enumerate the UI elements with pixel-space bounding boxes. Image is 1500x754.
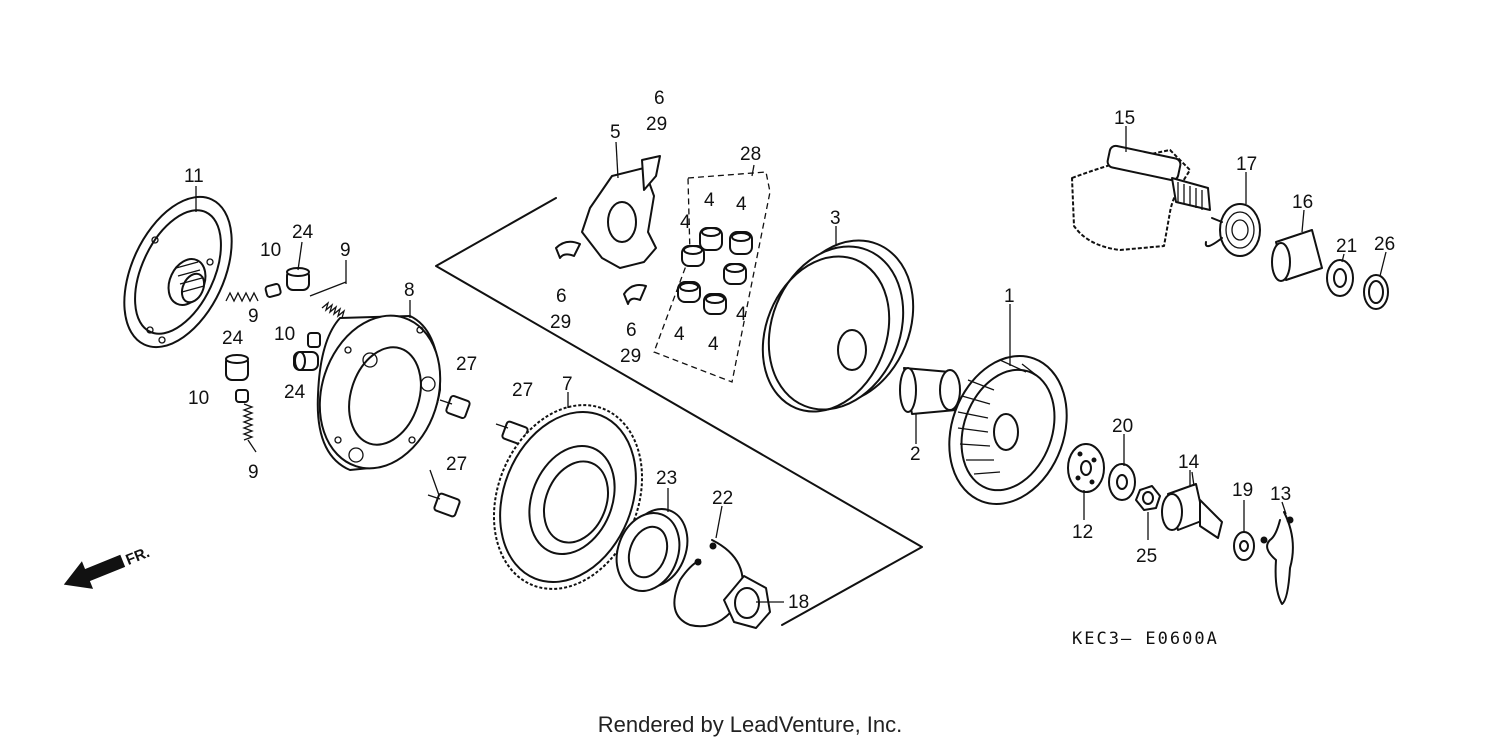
callout-27: 27 bbox=[456, 354, 477, 375]
assembly-outline bbox=[435, 197, 923, 626]
callout-4: 4 bbox=[680, 212, 691, 233]
slider-part-6-left bbox=[555, 240, 581, 259]
callout-26: 26 bbox=[1374, 234, 1395, 255]
circlip-part-26 bbox=[1363, 274, 1389, 310]
pulley-part-3 bbox=[761, 239, 915, 413]
ramp-plate-part-5 bbox=[581, 167, 657, 269]
callout-24: 24 bbox=[284, 382, 306, 403]
bushing-part-16 bbox=[1271, 229, 1323, 282]
callout-2: 2 bbox=[910, 444, 921, 465]
callout-4: 4 bbox=[674, 324, 685, 345]
callout-29: 29 bbox=[620, 346, 641, 367]
callout-17: 17 bbox=[1236, 154, 1257, 175]
plunger-part-10-upper bbox=[264, 283, 282, 298]
roller-part-4-5 bbox=[677, 281, 701, 303]
front-direction-arrow: FR. bbox=[63, 544, 152, 589]
callout-10: 10 bbox=[274, 324, 295, 345]
callout-27: 27 bbox=[446, 454, 467, 475]
kickstart-spindle-part-15 bbox=[1071, 144, 1211, 251]
callout-29: 29 bbox=[550, 312, 571, 333]
lock-plate-part-18 bbox=[723, 575, 771, 629]
snap-ring-part-22 bbox=[673, 539, 744, 628]
callout-29: 29 bbox=[646, 114, 667, 135]
callout-19: 19 bbox=[1232, 480, 1253, 501]
callout-22: 22 bbox=[712, 488, 733, 509]
callout-9: 9 bbox=[248, 462, 259, 483]
callout-23: 23 bbox=[656, 468, 677, 489]
spring-part-9-upper bbox=[225, 291, 259, 303]
roller-set-outline bbox=[653, 171, 771, 383]
spring-part-9-mid bbox=[309, 281, 347, 319]
diagram-code: KEC3— E0600A bbox=[1072, 629, 1219, 649]
callout-4: 4 bbox=[736, 304, 747, 325]
callout-10: 10 bbox=[260, 240, 281, 261]
callout-28: 28 bbox=[740, 144, 761, 165]
direction-label: FR. bbox=[123, 544, 152, 569]
roller-part-4-2 bbox=[729, 231, 753, 255]
washer-part-12 bbox=[1067, 443, 1105, 493]
washer-part-20 bbox=[1108, 463, 1136, 501]
callout-18: 18 bbox=[788, 592, 809, 613]
callouts: 11 10 24 9 9 10 24 24 10 9 8 27 27 27 7 … bbox=[184, 88, 1395, 613]
roller-part-4-3 bbox=[681, 245, 705, 267]
roller-part-4-1 bbox=[699, 227, 723, 251]
callout-13: 13 bbox=[1270, 484, 1291, 505]
callout-6: 6 bbox=[626, 320, 637, 341]
callout-1: 1 bbox=[1004, 286, 1015, 307]
callout-24: 24 bbox=[222, 328, 244, 349]
callout-10: 10 bbox=[188, 388, 209, 409]
slider-part-6-top bbox=[641, 155, 661, 191]
roller-part-4-6 bbox=[703, 293, 727, 315]
callout-7: 7 bbox=[562, 374, 573, 395]
slider-part-6-right bbox=[623, 284, 647, 305]
clutch-outer-part-8 bbox=[316, 314, 442, 499]
spring-part-9-lower bbox=[242, 403, 257, 453]
callout-24: 24 bbox=[292, 222, 314, 243]
bearing-part-23 bbox=[615, 508, 689, 592]
callout-9: 9 bbox=[248, 306, 259, 327]
callout-16: 16 bbox=[1292, 192, 1313, 213]
callout-11: 11 bbox=[184, 166, 204, 187]
bolt-part-27-a bbox=[439, 394, 471, 420]
leader-lines bbox=[195, 126, 1387, 603]
washer-part-19 bbox=[1233, 531, 1255, 561]
roller-part-24-mid bbox=[293, 351, 319, 371]
callout-3: 3 bbox=[830, 208, 841, 229]
washer-part-21 bbox=[1326, 259, 1354, 297]
driven-gear-part-7 bbox=[492, 404, 644, 590]
callout-4: 4 bbox=[736, 194, 747, 215]
roller-part-24-upper bbox=[286, 267, 310, 291]
callout-6: 6 bbox=[556, 286, 567, 307]
callout-6: 6 bbox=[654, 88, 665, 109]
nut-part-25 bbox=[1135, 485, 1161, 511]
callout-4: 4 bbox=[704, 190, 715, 211]
fan-part-1 bbox=[948, 355, 1068, 505]
roller-part-4-4 bbox=[723, 263, 747, 285]
pinion-part-14 bbox=[1161, 470, 1223, 539]
callout-8: 8 bbox=[404, 280, 415, 301]
spring-part-17 bbox=[1204, 203, 1261, 257]
roller-part-24-lower bbox=[225, 354, 249, 381]
callout-9: 9 bbox=[340, 240, 351, 261]
callout-4: 4 bbox=[708, 334, 719, 355]
callout-21: 21 bbox=[1336, 236, 1357, 257]
clip-part-13 bbox=[1260, 511, 1294, 605]
callout-12: 12 bbox=[1072, 522, 1093, 543]
plunger-part-10-lower bbox=[235, 389, 249, 403]
bolt-part-27-c bbox=[427, 492, 461, 518]
callout-14: 14 bbox=[1178, 452, 1200, 473]
credit-text: Rendered by LeadVenture, Inc. bbox=[597, 712, 903, 737]
callout-25: 25 bbox=[1136, 546, 1157, 567]
clutch-plate-part-11 bbox=[123, 195, 233, 349]
callout-20: 20 bbox=[1112, 416, 1133, 437]
collar-part-2 bbox=[899, 367, 961, 415]
plunger-part-10-mid bbox=[307, 332, 321, 348]
callout-5: 5 bbox=[610, 122, 621, 143]
callout-27: 27 bbox=[512, 380, 533, 401]
callout-15: 15 bbox=[1114, 108, 1135, 129]
